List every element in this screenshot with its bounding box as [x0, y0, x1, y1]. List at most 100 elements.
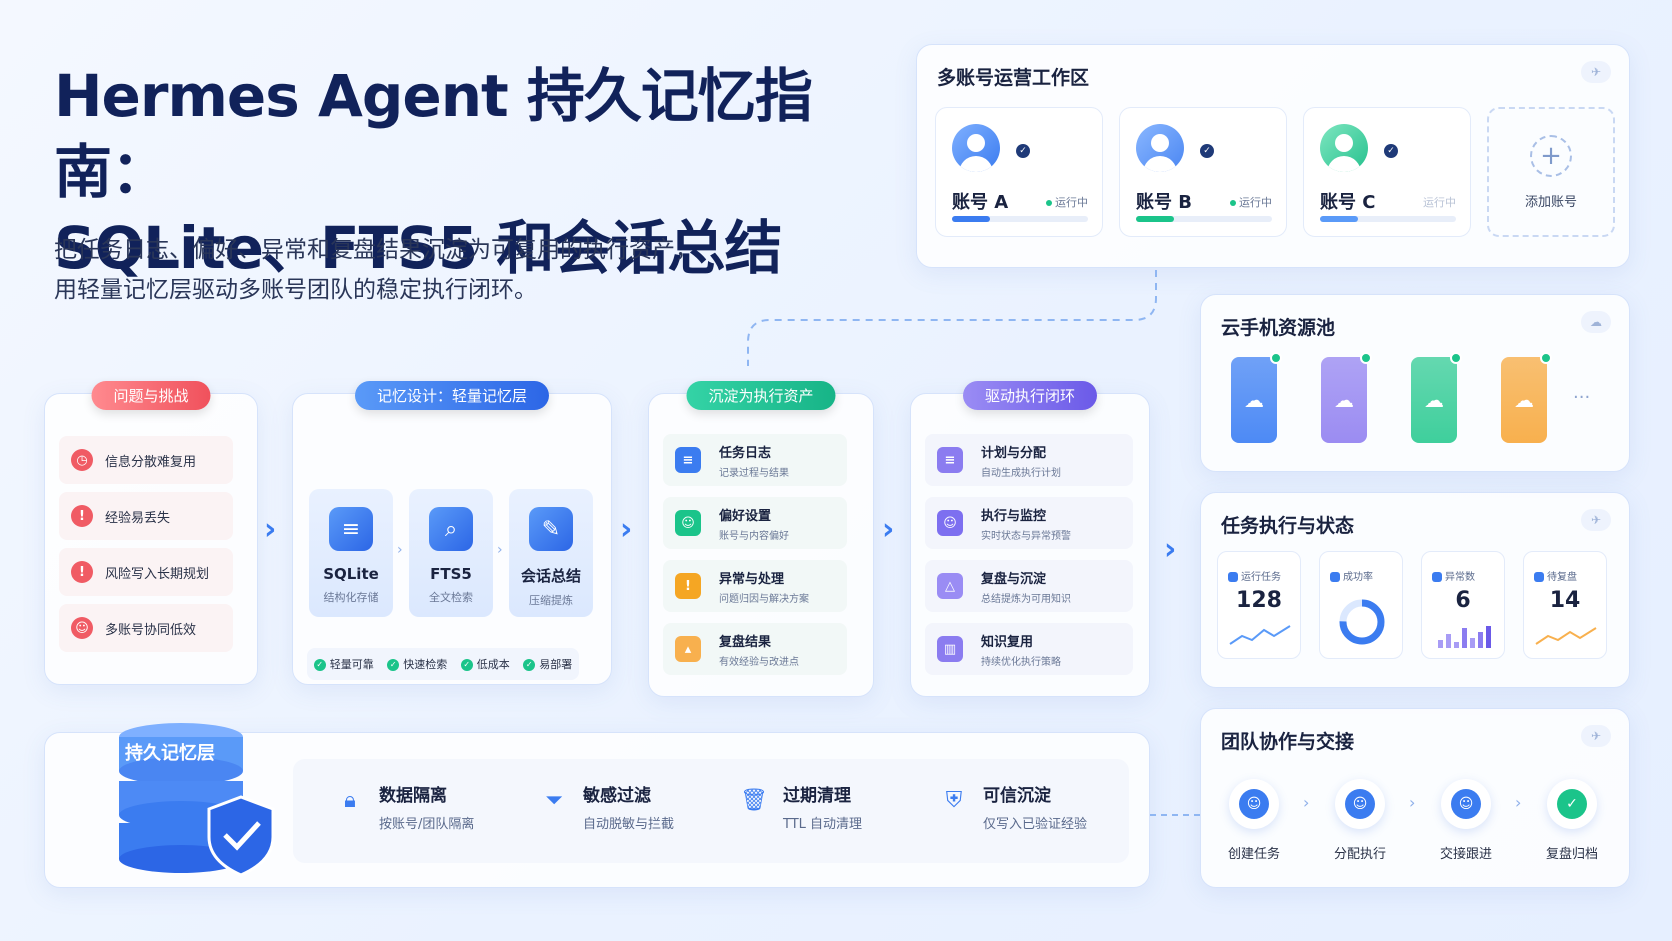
problems-pill: 问题与挑战 [91, 381, 211, 410]
feature-item: ⏷敏感过滤自动脱敏与拦截 [539, 781, 739, 841]
fts5-box: ⌕ FTS5 全文检索 [409, 489, 493, 617]
phone-pool-panel: 云手机资源池 ☁ ☁ ☁ ☁ ☁ ··· [1200, 294, 1630, 472]
account-card-c[interactable]: ✓ 账号 C 运行中 [1303, 107, 1471, 237]
progress-bar [952, 216, 1088, 222]
phone-device[interactable]: ☁ [1231, 352, 1282, 443]
feature-item: ⛨可信沉淀仅写入已验证经验 [939, 781, 1139, 841]
feature-tags: ✓轻量可靠 ✓快速检索 ✓低成本 ✓易部署 [307, 648, 579, 680]
tag: ✓易部署 [523, 656, 572, 672]
handoff-icon: ☺ [1451, 789, 1481, 819]
arrow-icon: › [1515, 793, 1522, 812]
monitor-icon: ☺ [937, 510, 963, 536]
review-icon: △ [937, 573, 963, 599]
phone-device[interactable]: ☁ [1321, 352, 1372, 443]
shield-alert-icon: ! [71, 561, 93, 583]
alert-icon: ! [71, 505, 93, 527]
box-sub: 全文检索 [429, 591, 473, 604]
task-status-title: 任务执行与状态 [1221, 515, 1355, 537]
list-item: !风险写入长期规划 [59, 548, 233, 596]
phone-pool-title: 云手机资源池 [1221, 317, 1336, 339]
plane-icon: ✈ [1581, 725, 1611, 747]
list-item: ▴复盘结果有效经验与改进点 [663, 623, 847, 675]
team-panel: 团队协作与交接 ✈ ☺创建任务 › ☺分配执行 › ☺交接跟进 › ✓复盘归档 [1200, 708, 1630, 888]
box-sub: 压缩提炼 [529, 594, 573, 607]
list-item: ≡计划与分配自动生成执行计划 [925, 434, 1133, 486]
team-step: ☺创建任务 [1209, 779, 1299, 862]
user-settings-icon: ☺ [675, 510, 701, 536]
more-icon[interactable]: ··· [1573, 387, 1591, 408]
account-name: 账号 A [952, 192, 1009, 213]
reuse-chart-icon: ▥ [937, 636, 963, 662]
account-card-a[interactable]: ✓ 账号 A 运行中 [935, 107, 1103, 237]
user-icon: ☺ [1239, 789, 1269, 819]
flow-arrow-icon: › [1164, 532, 1177, 567]
database-icon: ≡ [329, 507, 373, 551]
phone-device[interactable]: ☁ [1501, 352, 1552, 443]
avatar [1320, 124, 1368, 172]
memory-design-pill: 记忆设计：轻量记忆层 [354, 381, 550, 410]
flow-arrow-icon: › [620, 512, 633, 547]
chat-icon: ✎ [529, 507, 573, 551]
box-label: SQLite [323, 565, 379, 583]
stat-card: 成功率 [1319, 551, 1403, 659]
search-icon: ⌕ [429, 507, 473, 551]
chart-icon: ▴ [675, 636, 701, 662]
phone-device[interactable]: ☁ [1411, 352, 1462, 443]
list-item: ▥知识复用持续优化执行策略 [925, 623, 1133, 675]
plus-icon: + [1530, 134, 1572, 177]
tag: ✓低成本 [460, 656, 510, 672]
team-step: ☺交接跟进 [1421, 779, 1511, 862]
add-account-label: 添加账号 [1524, 194, 1577, 210]
box-label: FTS5 [430, 565, 472, 583]
document-icon: ≡ [675, 447, 701, 473]
plane-icon: ✈ [1581, 61, 1611, 83]
page-title: Hermes Agent 持久记忆指南： SQLite、FTS5 和会话总结 [54, 58, 914, 286]
database-stack-icon [119, 723, 275, 877]
assets-panel: 沉淀为执行资产 ≡任务日志记录过程与结果 ☺偏好设置账号与内容偏好 !异常与处理… [648, 381, 874, 697]
page-subtitle: 把任务日志、偏好、异常和复盘结果沉淀为可复用的执行资产， 用轻量记忆层驱动多账号… [54, 230, 854, 310]
assign-icon: ☺ [1345, 789, 1375, 819]
sparkline [1229, 625, 1291, 645]
account-name: 账号 C [1320, 192, 1376, 213]
account-name: 账号 B [1136, 192, 1192, 213]
shield-check-icon: ⛨ [945, 787, 963, 813]
avatar [1136, 124, 1184, 172]
tag: ✓快速检索 [387, 656, 447, 672]
mini-bar-chart [1438, 626, 1491, 648]
flow-arrow-icon: › [882, 512, 895, 547]
team-step: ☺分配执行 [1315, 779, 1405, 862]
list-item: ☺多账号协同低效 [59, 604, 233, 652]
assets-pill: 沉淀为执行资产 [686, 381, 836, 410]
plane-icon: ✈ [1581, 509, 1611, 531]
account-card-b[interactable]: ✓ 账号 B 运行中 [1119, 107, 1287, 237]
subtitle-line-1: 把任务日志、偏好、异常和复盘结果沉淀为可复用的执行资产， [54, 237, 698, 263]
memory-layer-panel: 持久记忆层 🔒︎数据隔离按账号/团队隔离 ⏷敏感过滤自动脱敏与拦截 🗑︎过期清理… [44, 723, 1150, 888]
add-account-button[interactable]: + 添加账号 [1487, 107, 1615, 237]
stat-card: 运行任务 128 [1217, 551, 1301, 659]
workspace-panel: 多账号运营工作区 ✈ ✓ 账号 A 运行中 ✓ 账号 B 运行中 ✓ 账号 C … [916, 44, 1630, 268]
arrow-icon: › [397, 542, 403, 558]
list-item: ≡任务日志记录过程与结果 [663, 434, 847, 486]
list-item: !异常与处理问题归因与解决方案 [663, 560, 847, 612]
loop-panel: 驱动执行闭环 ≡计划与分配自动生成执行计划 ☺执行与监控实时状态与异常预警 △复… [910, 381, 1150, 697]
workspace-title: 多账号运营工作区 [937, 67, 1090, 89]
connector-line [1150, 814, 1200, 816]
progress-bar [1136, 216, 1272, 222]
arrow-icon: › [497, 542, 503, 558]
check-icon: ✓ [1557, 789, 1587, 819]
team-step: ✓复盘归档 [1527, 779, 1617, 862]
donut-chart [1339, 599, 1385, 645]
progress-bar [1320, 216, 1456, 222]
verified-icon: ✓ [1016, 144, 1030, 158]
stat-card: 待复盘 14 [1523, 551, 1607, 659]
lock-icon: 🔒︎ [344, 787, 356, 813]
status-badge: 运行中 [1046, 194, 1088, 210]
box-label: 会话总结 [520, 567, 581, 585]
arrow-icon: › [1303, 793, 1310, 812]
list-item: ☺偏好设置账号与内容偏好 [663, 497, 847, 549]
team-title: 团队协作与交接 [1221, 731, 1355, 753]
loop-pill: 驱动执行闭环 [962, 381, 1098, 410]
list-item: !经验易丢失 [59, 492, 233, 540]
